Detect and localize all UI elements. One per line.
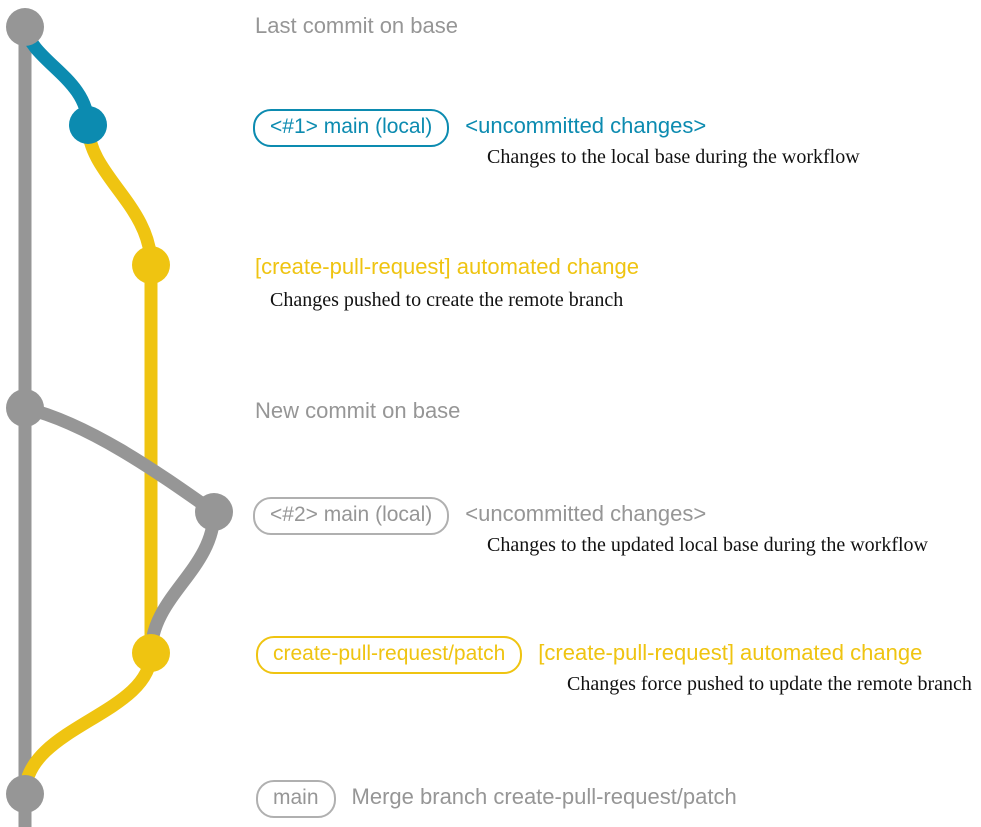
entry-merge-commit-subject: Merge branch create-pull-request/patch <box>351 784 737 809</box>
ref-pill-local-1[interactable]: <#1> main (local) <box>253 109 450 147</box>
remote-branch-line-1 <box>81 118 158 272</box>
local-to-remote-line-2 <box>144 505 221 660</box>
commit-node-local-2[interactable] <box>195 493 233 531</box>
commit-node-remote-1[interactable] <box>132 246 170 284</box>
commit-node-base-merge[interactable] <box>6 775 44 813</box>
commit-node-base-new[interactable] <box>6 389 44 427</box>
entry-local-commit-2-note: Changes to the updated local base during… <box>487 534 928 556</box>
commit-node-local-1[interactable] <box>69 106 107 144</box>
entry-local-commit-2-subject: <uncommitted changes> <box>465 501 707 526</box>
entry-remote-commit-2-subject: [create-pull-request] automated change <box>538 640 923 665</box>
commit-node-remote-2[interactable] <box>132 634 170 672</box>
entry-local-commit-2: <#2> main (local) <uncommitted changes> <box>253 497 706 535</box>
entry-remote-commit-1-subject: [create-pull-request] automated change <box>255 254 640 279</box>
entry-local-commit-1-note: Changes to the local base during the wor… <box>487 146 860 168</box>
entry-remote-commit-2-note: Changes force pushed to update the remot… <box>567 673 972 695</box>
merge-line <box>18 646 158 801</box>
entry-merge-commit: main Merge branch create-pull-request/pa… <box>256 780 737 818</box>
ref-pill-main[interactable]: main <box>256 780 336 818</box>
entry-local-commit-1-subject: <uncommitted changes> <box>465 113 707 138</box>
ref-pill-remote-2[interactable]: create-pull-request/patch <box>256 636 523 674</box>
entry-remote-commit-1-note: Changes pushed to create the remote bran… <box>270 289 624 311</box>
entry-new-commit-on-base-subject: New commit on base <box>255 398 461 423</box>
entry-last-commit-on-base-subject: Last commit on base <box>255 13 458 38</box>
entry-remote-commit-2: create-pull-request/patch [create-pull-r… <box>256 636 922 674</box>
commit-node-base-last[interactable] <box>6 8 44 46</box>
entry-local-commit-1: <#1> main (local) <uncommitted changes> <box>253 109 706 147</box>
ref-pill-local-2[interactable]: <#2> main (local) <box>253 497 450 535</box>
local-branch-line-2 <box>18 401 221 519</box>
